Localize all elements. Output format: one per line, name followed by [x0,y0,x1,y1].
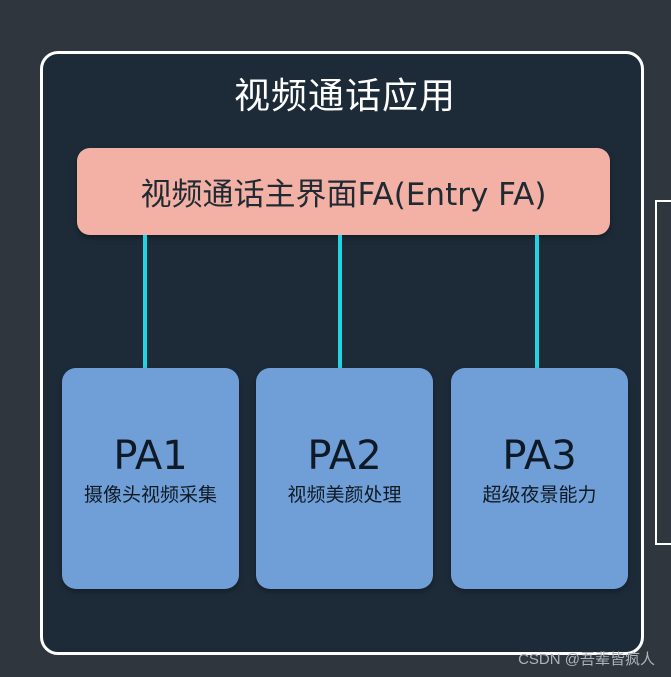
pa3-name: PA3 [502,433,577,479]
pa2-description: 视频美颜处理 [287,484,402,506]
pa3-box: PA3 超级夜景能力 [451,368,628,589]
pa3-description: 超级夜景能力 [482,484,597,506]
external-connector-vertical [655,200,657,545]
external-connector-bottom [655,543,671,545]
connector-pa1 [143,235,147,369]
pa1-box: PA1 摄像头视频采集 [62,368,239,589]
app-title: 视频通话应用 [233,76,456,117]
connector-pa3 [535,235,539,369]
pa1-name: PA1 [113,433,188,479]
entry-fa-label: 视频通话主界面FA(Entry FA) [140,177,547,213]
external-connector-top [655,200,671,202]
pa2-box: PA2 视频美颜处理 [256,368,433,589]
pa2-name: PA2 [307,433,382,479]
connector-pa2 [338,235,342,369]
watermark: CSDN @吾辈皆疯人 [518,651,655,668]
entry-fa-box: 视频通话主界面FA(Entry FA) [77,148,610,235]
pa1-description: 摄像头视频采集 [83,484,217,506]
